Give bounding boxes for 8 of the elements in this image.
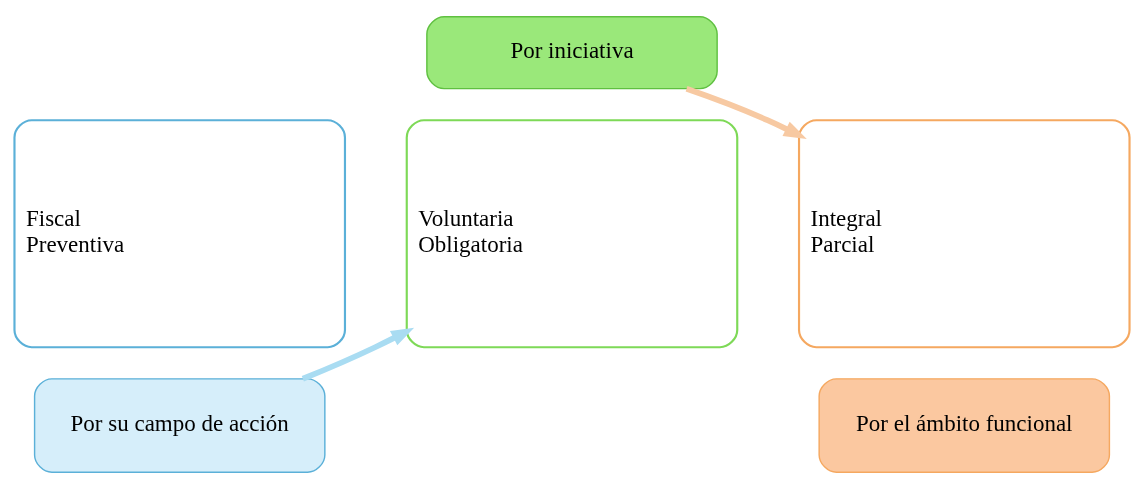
node-box: Integral Parcial: [797, 119, 1131, 349]
arrow: [301, 327, 415, 382]
node-box: Fiscal Preventiva: [13, 119, 347, 349]
node-box: Por el ámbito funcional: [818, 378, 1111, 473]
arrow: [685, 86, 807, 140]
node-box: Por su campo de acción: [33, 378, 326, 473]
node-box: Voluntaria Obligatoria: [405, 119, 739, 349]
node-box: Por iniciativa: [426, 16, 718, 90]
